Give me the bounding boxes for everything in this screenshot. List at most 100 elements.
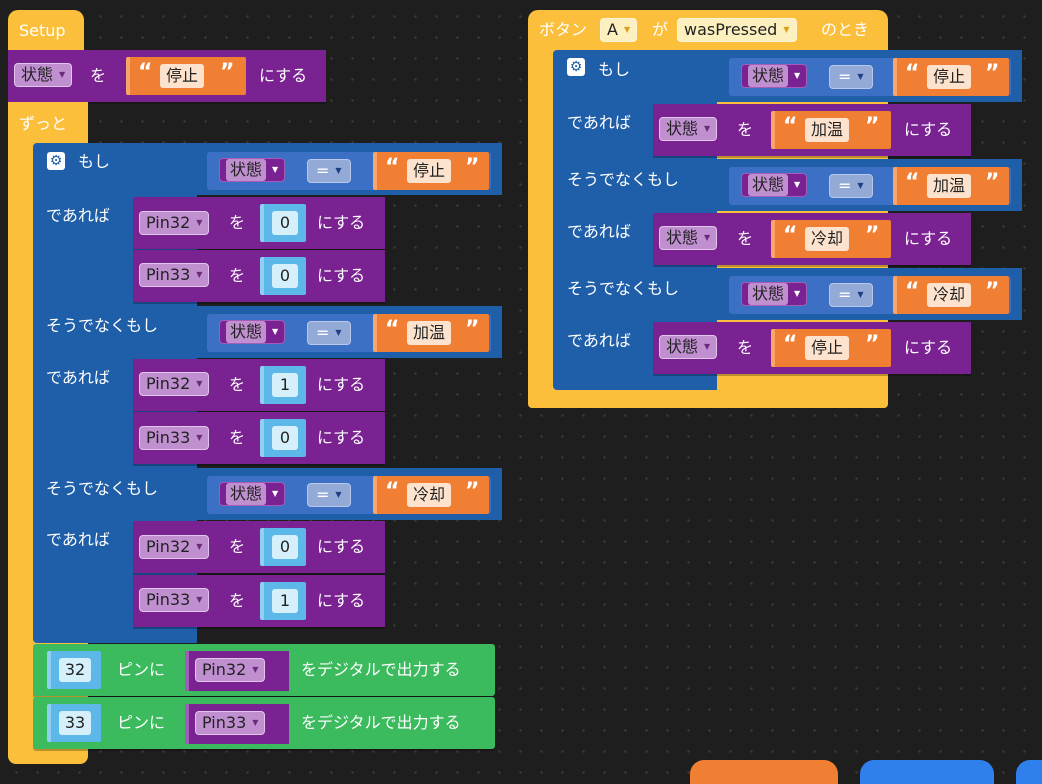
suru-label: にする (317, 428, 366, 447)
button-compare-block-2[interactable]: 状態▼ =▼ “ 加温 ” (729, 167, 1011, 205)
button-b1-set-variable[interactable]: 状態▼ を “ 加温 ” にする (653, 104, 971, 156)
setup-hat-block[interactable]: Setup (8, 10, 84, 54)
loop-b3-set-pin33[interactable]: Pin33▼ を 1 にする (133, 575, 385, 627)
number-value[interactable]: 32 (59, 658, 91, 682)
loop-compare-op-dropdown-3[interactable]: =▼ (307, 483, 351, 507)
loop-b1-pin32-dropdown[interactable]: Pin32▼ (139, 211, 210, 235)
loop-b2-set-pin33[interactable]: Pin33▼ を 0 にする (133, 412, 385, 464)
button-b2-set-variable[interactable]: 状態▼ を “ 冷却 ” にする (653, 213, 971, 265)
button-compare-op-dropdown-2[interactable]: =▼ (829, 174, 873, 198)
button-set1-value[interactable]: 加温 (805, 118, 850, 142)
digital-write-1-var-block[interactable]: Pin32▼ (185, 651, 289, 691)
open-quote-icon: “ (783, 332, 798, 357)
button-name-dropdown[interactable]: A▼ (600, 18, 638, 42)
loop-cond2-value[interactable]: 加温 (407, 321, 452, 345)
button-b2-string-block[interactable]: “ 冷却 ” (771, 220, 891, 258)
button-compare-op-dropdown-1[interactable]: =▼ (829, 65, 873, 89)
close-quote-icon: ” (465, 479, 480, 504)
open-quote-icon: “ (385, 317, 400, 342)
digital-write-2-var-block[interactable]: Pin33▼ (185, 704, 289, 744)
button-compare-var-dropdown-2[interactable]: 状態▼ (741, 173, 808, 197)
loop-b2-pin32-dropdown[interactable]: Pin32▼ (139, 372, 210, 396)
button-cond3-value[interactable]: 冷却 (927, 283, 972, 307)
digital-write-1-pin-number[interactable]: 32 (47, 651, 101, 689)
pin-ni-label: ピンに (117, 713, 166, 732)
number-value[interactable]: 0 (272, 211, 298, 235)
number-value[interactable]: 1 (272, 373, 298, 397)
number-value[interactable]: 33 (59, 711, 91, 735)
number-value[interactable]: 1 (272, 589, 298, 613)
mutator-gear-icon[interactable]: ⚙ (47, 152, 65, 170)
setup-set-variable-block[interactable]: 状態▼ を “ 停止 ” にする (8, 50, 326, 102)
button-b1-var-dropdown[interactable]: 状態▼ (659, 117, 718, 141)
suru-label: にする (317, 213, 366, 232)
number-value[interactable]: 0 (272, 426, 298, 450)
mutator-gear-icon[interactable]: ⚙ (567, 58, 585, 76)
button-b1-string-block[interactable]: “ 加温 ” (771, 111, 891, 149)
toolbar-blue-button[interactable] (860, 760, 994, 784)
loop-b3-pin33-number[interactable]: 1 (260, 582, 306, 620)
dropdown-arrow-icon: ▼ (857, 72, 864, 81)
loop-b3-set-pin32[interactable]: Pin32▼ を 0 にする (133, 521, 385, 573)
loop-compare-var-dropdown-1[interactable]: 状態▼ (219, 158, 286, 182)
loop-compare-string-1[interactable]: “ 停止 ” (373, 152, 489, 190)
loop-compare-op-dropdown-2[interactable]: =▼ (307, 321, 351, 345)
button-b3-set-variable[interactable]: 状態▼ を “ 停止 ” にする (653, 322, 971, 374)
loop-b2-set-pin32[interactable]: Pin32▼ を 1 にする (133, 359, 385, 411)
loop-b3-pin32-number[interactable]: 0 (260, 528, 306, 566)
button-compare-string-2[interactable]: “ 加温 ” (893, 167, 1009, 205)
loop-compare-block-1[interactable]: 状態▼ =▼ “ 停止 ” (207, 152, 491, 190)
digital-write-block-1[interactable]: 32 ピンに Pin32▼ をデジタルで出力する (33, 644, 495, 696)
loop-b1-set-pin33[interactable]: Pin33▼ を 0 にする (133, 250, 385, 302)
setup-variable-dropdown[interactable]: 状態▼ (14, 63, 73, 87)
button-compare-block-3[interactable]: 状態▼ =▼ “ 冷却 ” (729, 276, 1011, 314)
loop-b1-set-pin32[interactable]: Pin32▼ を 0 にする (133, 197, 385, 249)
close-quote-icon: ” (865, 114, 880, 139)
wo-label: を (737, 120, 754, 139)
loop-compare-block-3[interactable]: 状態▼ =▼ “ 冷却 ” (207, 476, 491, 514)
button-set2-value[interactable]: 冷却 (805, 227, 850, 251)
loop-compare-var-dropdown-3[interactable]: 状態▼ (219, 482, 286, 506)
loop-compare-block-2[interactable]: 状態▼ =▼ “ 加温 ” (207, 314, 491, 352)
loop-b1-pin32-number[interactable]: 0 (260, 204, 306, 242)
button-set3-value[interactable]: 停止 (805, 336, 850, 360)
digital-write-1-pin-dropdown[interactable]: Pin32▼ (195, 658, 266, 682)
setup-string-value[interactable]: 停止 (160, 64, 205, 88)
digital-write-block-2[interactable]: 33 ピンに Pin33▼ をデジタルで出力する (33, 697, 495, 749)
button-cond1-value[interactable]: 停止 (927, 65, 972, 89)
button-b2-var-dropdown[interactable]: 状態▼ (659, 226, 718, 250)
button-compare-var-dropdown-1[interactable]: 状態▼ (741, 64, 808, 88)
digital-write-2-pin-number[interactable]: 33 (47, 704, 101, 742)
button-b3-var-dropdown[interactable]: 状態▼ (659, 335, 718, 359)
loop-b2-pin33-dropdown[interactable]: Pin33▼ (139, 426, 210, 450)
setup-string-block[interactable]: “ 停止 ” (126, 57, 246, 95)
button-compare-string-3[interactable]: “ 冷却 ” (893, 276, 1009, 314)
number-value[interactable]: 0 (272, 535, 298, 559)
toolbar-orange-button[interactable] (690, 760, 838, 784)
button-cond2-value[interactable]: 加温 (927, 174, 972, 198)
loop-b1-pin33-number[interactable]: 0 (260, 257, 306, 295)
button-compare-var-dropdown-3[interactable]: 状態▼ (741, 282, 808, 306)
loop-cond1-value[interactable]: 停止 (407, 159, 452, 183)
loop-b3-pin32-dropdown[interactable]: Pin32▼ (139, 535, 210, 559)
button-event-dropdown[interactable]: wasPressed▼ (677, 18, 797, 42)
button-b3-string-block[interactable]: “ 停止 ” (771, 329, 891, 367)
loop-b1-pin33-dropdown[interactable]: Pin33▼ (139, 263, 210, 287)
dropdown-arrow-icon: ▼ (196, 379, 203, 388)
digital-write-2-pin-dropdown[interactable]: Pin33▼ (195, 711, 266, 735)
loop-b2-pin33-number[interactable]: 0 (260, 419, 306, 457)
loop-cond3-value[interactable]: 冷却 (407, 483, 452, 507)
loop-compare-op-dropdown-1[interactable]: =▼ (307, 159, 351, 183)
toolbar-blue-button-2[interactable] (1016, 760, 1042, 784)
loop-compare-string-2[interactable]: “ 加温 ” (373, 314, 489, 352)
loop-b2-pin32-number[interactable]: 1 (260, 366, 306, 404)
loop-compare-string-3[interactable]: “ 冷却 ” (373, 476, 489, 514)
loop-compare-var-dropdown-2[interactable]: 状態▼ (219, 320, 286, 344)
button-compare-string-1[interactable]: “ 停止 ” (893, 58, 1009, 96)
button-compare-op-dropdown-3[interactable]: =▼ (829, 283, 873, 307)
button-then-label-1: であれば (567, 113, 631, 132)
loop-b3-pin33-dropdown[interactable]: Pin33▼ (139, 588, 210, 612)
number-value[interactable]: 0 (272, 264, 298, 288)
button-compare-block-1[interactable]: 状態▼ =▼ “ 停止 ” (729, 58, 1011, 96)
